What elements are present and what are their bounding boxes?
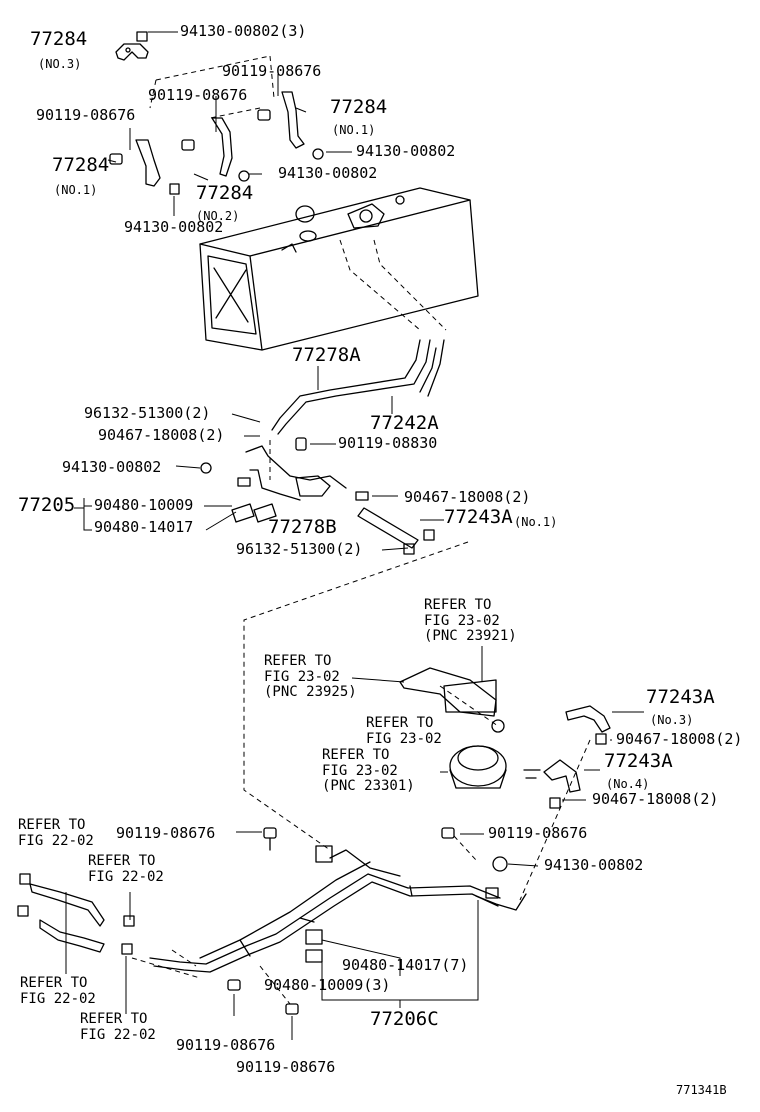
- label-90119-08830: 90119-08830: [338, 434, 438, 452]
- label-77205: 77205: [18, 494, 76, 516]
- label-no3-b: (No.3): [650, 713, 694, 727]
- label-94130-top: 94130-00802(3): [180, 22, 307, 40]
- label-90119-f: 90119-08676: [176, 1036, 276, 1054]
- fuel-line-upper-icon: [271, 339, 445, 435]
- label-90467-d: 90467-18008(2): [592, 790, 719, 808]
- label-refer-2202-a: REFER TO FIG 22-02: [18, 817, 94, 849]
- label-refer-2202-c: REFER TO FIG 22-02: [20, 975, 96, 1007]
- label-77242A: 77242A: [370, 412, 439, 434]
- label-90467-b: 90467-18008(2): [404, 488, 531, 506]
- bracket-no2-icon: [181, 117, 250, 182]
- label-90480-10009: 90480-10009: [94, 496, 194, 514]
- label-no1-right: (NO.1): [332, 123, 376, 137]
- label-94130-c: 94130-00802: [62, 458, 162, 476]
- label-90480-14017-7: 90480-14017(7): [342, 956, 469, 974]
- label-90119-d: 90119-08676: [116, 824, 216, 842]
- hose-77243A-no4-icon: [543, 759, 581, 809]
- bracket-no1-left-icon: [109, 139, 180, 195]
- label-no1-left: (NO.1): [54, 183, 98, 197]
- label-77243A-no1: 77243A: [444, 506, 513, 528]
- label-90119-b: 90119-08676: [148, 86, 248, 104]
- label-77243A-no4: 77243A: [604, 750, 673, 772]
- label-90119-c: 90119-08676: [36, 106, 136, 124]
- label-refer-2302: REFER TO FIG 23-02: [366, 715, 442, 747]
- label-77278A: 77278A: [292, 344, 361, 366]
- label-94130-right: 94130-00802: [356, 142, 456, 160]
- label-77284-no2: 77284: [196, 182, 254, 204]
- label-77284-no1-left: 77284: [52, 154, 110, 176]
- label-90119-e: 90119-08676: [488, 824, 588, 842]
- label-94130-e: 94130-00802: [544, 856, 644, 874]
- hose-77243A-no1-icon: [355, 491, 435, 555]
- label-90119-g: 90119-08676: [236, 1058, 336, 1076]
- label-90467-a: 90467-18008(2): [98, 426, 225, 444]
- label-90480-14017: 90480-14017: [94, 518, 194, 536]
- label-90119-a: 90119-08676: [222, 62, 322, 80]
- fuel-line-lower-icon: [149, 845, 527, 973]
- label-refer-2202-b: REFER TO FIG 22-02: [88, 853, 164, 885]
- label-90480-10009-3: 90480-10009(3): [264, 976, 391, 994]
- label-96132-b: 96132-51300(2): [236, 540, 363, 558]
- label-refer-2202-d: REFER TO FIG 22-02: [80, 1011, 156, 1043]
- label-no4: (No.4): [606, 777, 650, 791]
- hose-77243A-no3-icon: [565, 705, 611, 745]
- label-no1-b: (No.1): [514, 515, 558, 529]
- label-94130-mid: 94130-00802: [278, 164, 378, 182]
- label-96132-a: 96132-51300(2): [84, 404, 211, 422]
- label-refer-23921: REFER TO FIG 23-02 (PNC 23921): [424, 597, 517, 645]
- fuel-tank-icon: [199, 187, 479, 351]
- bracket-no3-icon: [115, 31, 149, 61]
- label-no3: (NO.3): [38, 57, 82, 71]
- bracket-no1-right-icon: [257, 91, 324, 160]
- fuel-line-junction-icon: [200, 437, 347, 523]
- label-77278B: 77278B: [268, 516, 337, 538]
- label-refer-23925: REFER TO FIG 23-02 (PNC 23925): [264, 653, 357, 701]
- fuel-filter-icon: [399, 667, 541, 789]
- label-no2: (NO.2): [196, 209, 240, 223]
- label-77243A-no3: 77243A: [646, 686, 715, 708]
- label-77206C: 77206C: [370, 1008, 439, 1030]
- label-77284-no1-right: 77284: [330, 96, 388, 118]
- label-90467-c: 90467-18008(2): [616, 730, 743, 748]
- label-refer-23301: REFER TO FIG 23-02 (PNC 23301): [322, 747, 415, 795]
- label-94130-left: 94130-00802: [124, 218, 224, 236]
- figure-id: 771341B: [676, 1083, 727, 1097]
- label-77284-no3: 77284: [30, 28, 88, 50]
- hose-left-icon: [17, 873, 135, 955]
